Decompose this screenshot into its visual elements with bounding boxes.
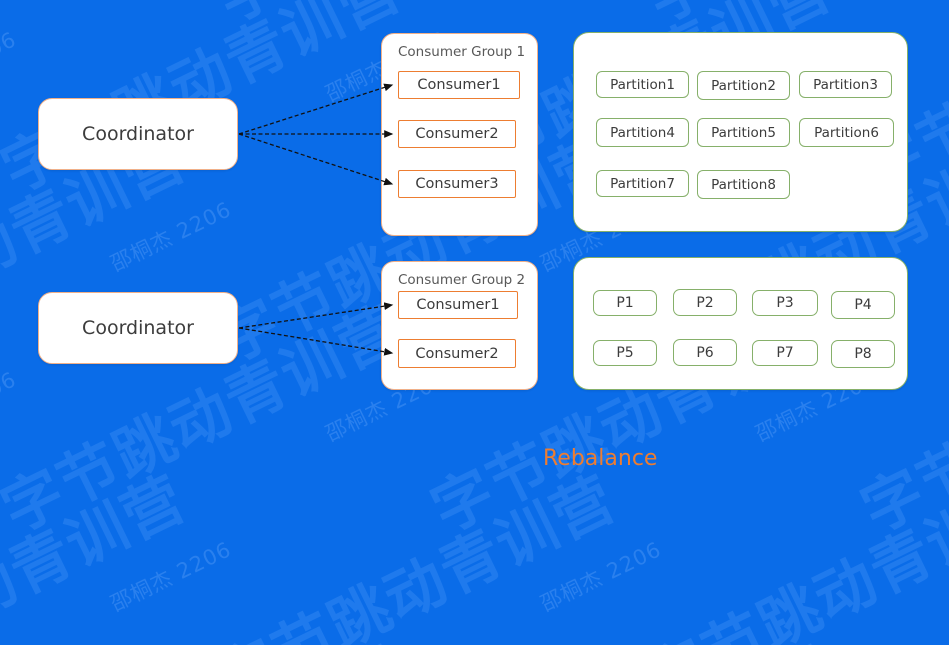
watermark-text-small: 邵桐杰 2206 — [0, 27, 21, 106]
partition-short-label: P1 — [616, 295, 634, 311]
partition-box[interactable]: Partition2 — [697, 71, 790, 100]
partition-box[interactable]: Partition5 — [697, 118, 790, 147]
arrow-coordinator-2-to-consumer-g2-2 — [238, 327, 394, 356]
rebalance-caption: Rebalance — [543, 446, 658, 471]
coordinator-label: Coordinator — [82, 123, 194, 145]
watermark-text: 字节跳动青训营 — [0, 463, 198, 645]
consumer-box[interactable]: Consumer1 — [398, 71, 520, 99]
partition-short-label: P8 — [854, 346, 872, 362]
consumer-label: Consumer1 — [416, 297, 500, 313]
partition-box[interactable]: Partition7 — [596, 170, 689, 197]
consumer-label: Consumer2 — [415, 126, 499, 142]
consumer-label: Consumer1 — [417, 77, 501, 93]
partition-short-box[interactable]: P1 — [593, 290, 657, 316]
partition-short-label: P6 — [696, 344, 714, 361]
partition-short-box[interactable]: P6 — [673, 339, 737, 366]
partition-short-label: P5 — [616, 345, 634, 361]
consumer-box[interactable]: Consumer1 — [398, 291, 518, 319]
partition-label: Partition6 — [814, 124, 879, 141]
partition-label: Partition7 — [610, 175, 675, 192]
watermark-text-small: 邵桐杰 2206 — [107, 197, 236, 277]
consumer-group-title-1: Consumer Group 1 — [398, 44, 526, 60]
partition-short-label: P2 — [696, 294, 714, 311]
watermark-text: 字节跳动青训营 — [845, 621, 949, 645]
watermark-text: 字节跳动青训营 — [0, 621, 414, 645]
partition-label: Partition2 — [711, 77, 776, 94]
partition-short-box[interactable]: P7 — [752, 340, 818, 366]
coordinator-box-1[interactable]: Coordinator — [38, 98, 238, 170]
watermark-text: 字节跳动青训营 — [0, 0, 199, 39]
partition-box[interactable]: Partition8 — [697, 170, 790, 199]
partition-label: Partition5 — [711, 124, 776, 141]
partition-label: Partition3 — [813, 76, 878, 93]
partition-short-box[interactable]: P2 — [673, 289, 737, 316]
partition-box[interactable]: Partition3 — [799, 71, 892, 98]
partition-short-panel — [573, 257, 908, 390]
arrow-coordinator-1-to-consumer-g1-3 — [238, 133, 394, 186]
partition-label: Partition1 — [610, 76, 675, 93]
watermark-text-small: 邵桐杰 2206 — [0, 367, 21, 446]
partition-label: Partition8 — [711, 176, 776, 193]
partition-box[interactable]: Partition6 — [799, 118, 894, 147]
watermark-text: 字节跳动青训营 — [206, 463, 628, 645]
watermark-text: 字节跳动青训营 — [415, 621, 843, 645]
partition-short-box[interactable]: P5 — [593, 340, 657, 366]
consumer-label: Consumer3 — [415, 176, 499, 192]
arrow-coordinator-2-to-consumer-g2-1 — [238, 302, 394, 329]
consumer-group-title-2: Consumer Group 2 — [398, 272, 526, 288]
consumer-label: Consumer2 — [415, 345, 499, 362]
arrow-coordinator-1-to-consumer-g1-1 — [238, 83, 394, 135]
partition-label: Partition4 — [610, 124, 675, 141]
consumer-box[interactable]: Consumer3 — [398, 170, 516, 198]
coordinator-box-2[interactable]: Coordinator — [38, 292, 238, 364]
partition-short-label: P3 — [776, 295, 794, 311]
watermark-text-small: 邵桐杰 2206 — [537, 537, 666, 617]
partition-short-label: P4 — [854, 297, 872, 313]
consumer-box[interactable]: Consumer2 — [398, 339, 516, 368]
consumer-group-box-2[interactable] — [381, 261, 538, 390]
partition-short-box[interactable]: P8 — [831, 340, 895, 368]
partition-short-box[interactable]: P3 — [752, 290, 818, 316]
partition-box[interactable]: Partition4 — [596, 118, 689, 147]
watermark-text-small: 邵桐杰 2206 — [107, 537, 236, 617]
partition-short-box[interactable]: P4 — [831, 291, 895, 319]
consumer-box[interactable]: Consumer2 — [398, 120, 516, 148]
partition-short-label: P7 — [776, 345, 794, 361]
coordinator-label: Coordinator — [82, 317, 194, 339]
watermark-text: 字节跳动青训营 — [636, 463, 949, 645]
partition-box[interactable]: Partition1 — [596, 71, 689, 98]
